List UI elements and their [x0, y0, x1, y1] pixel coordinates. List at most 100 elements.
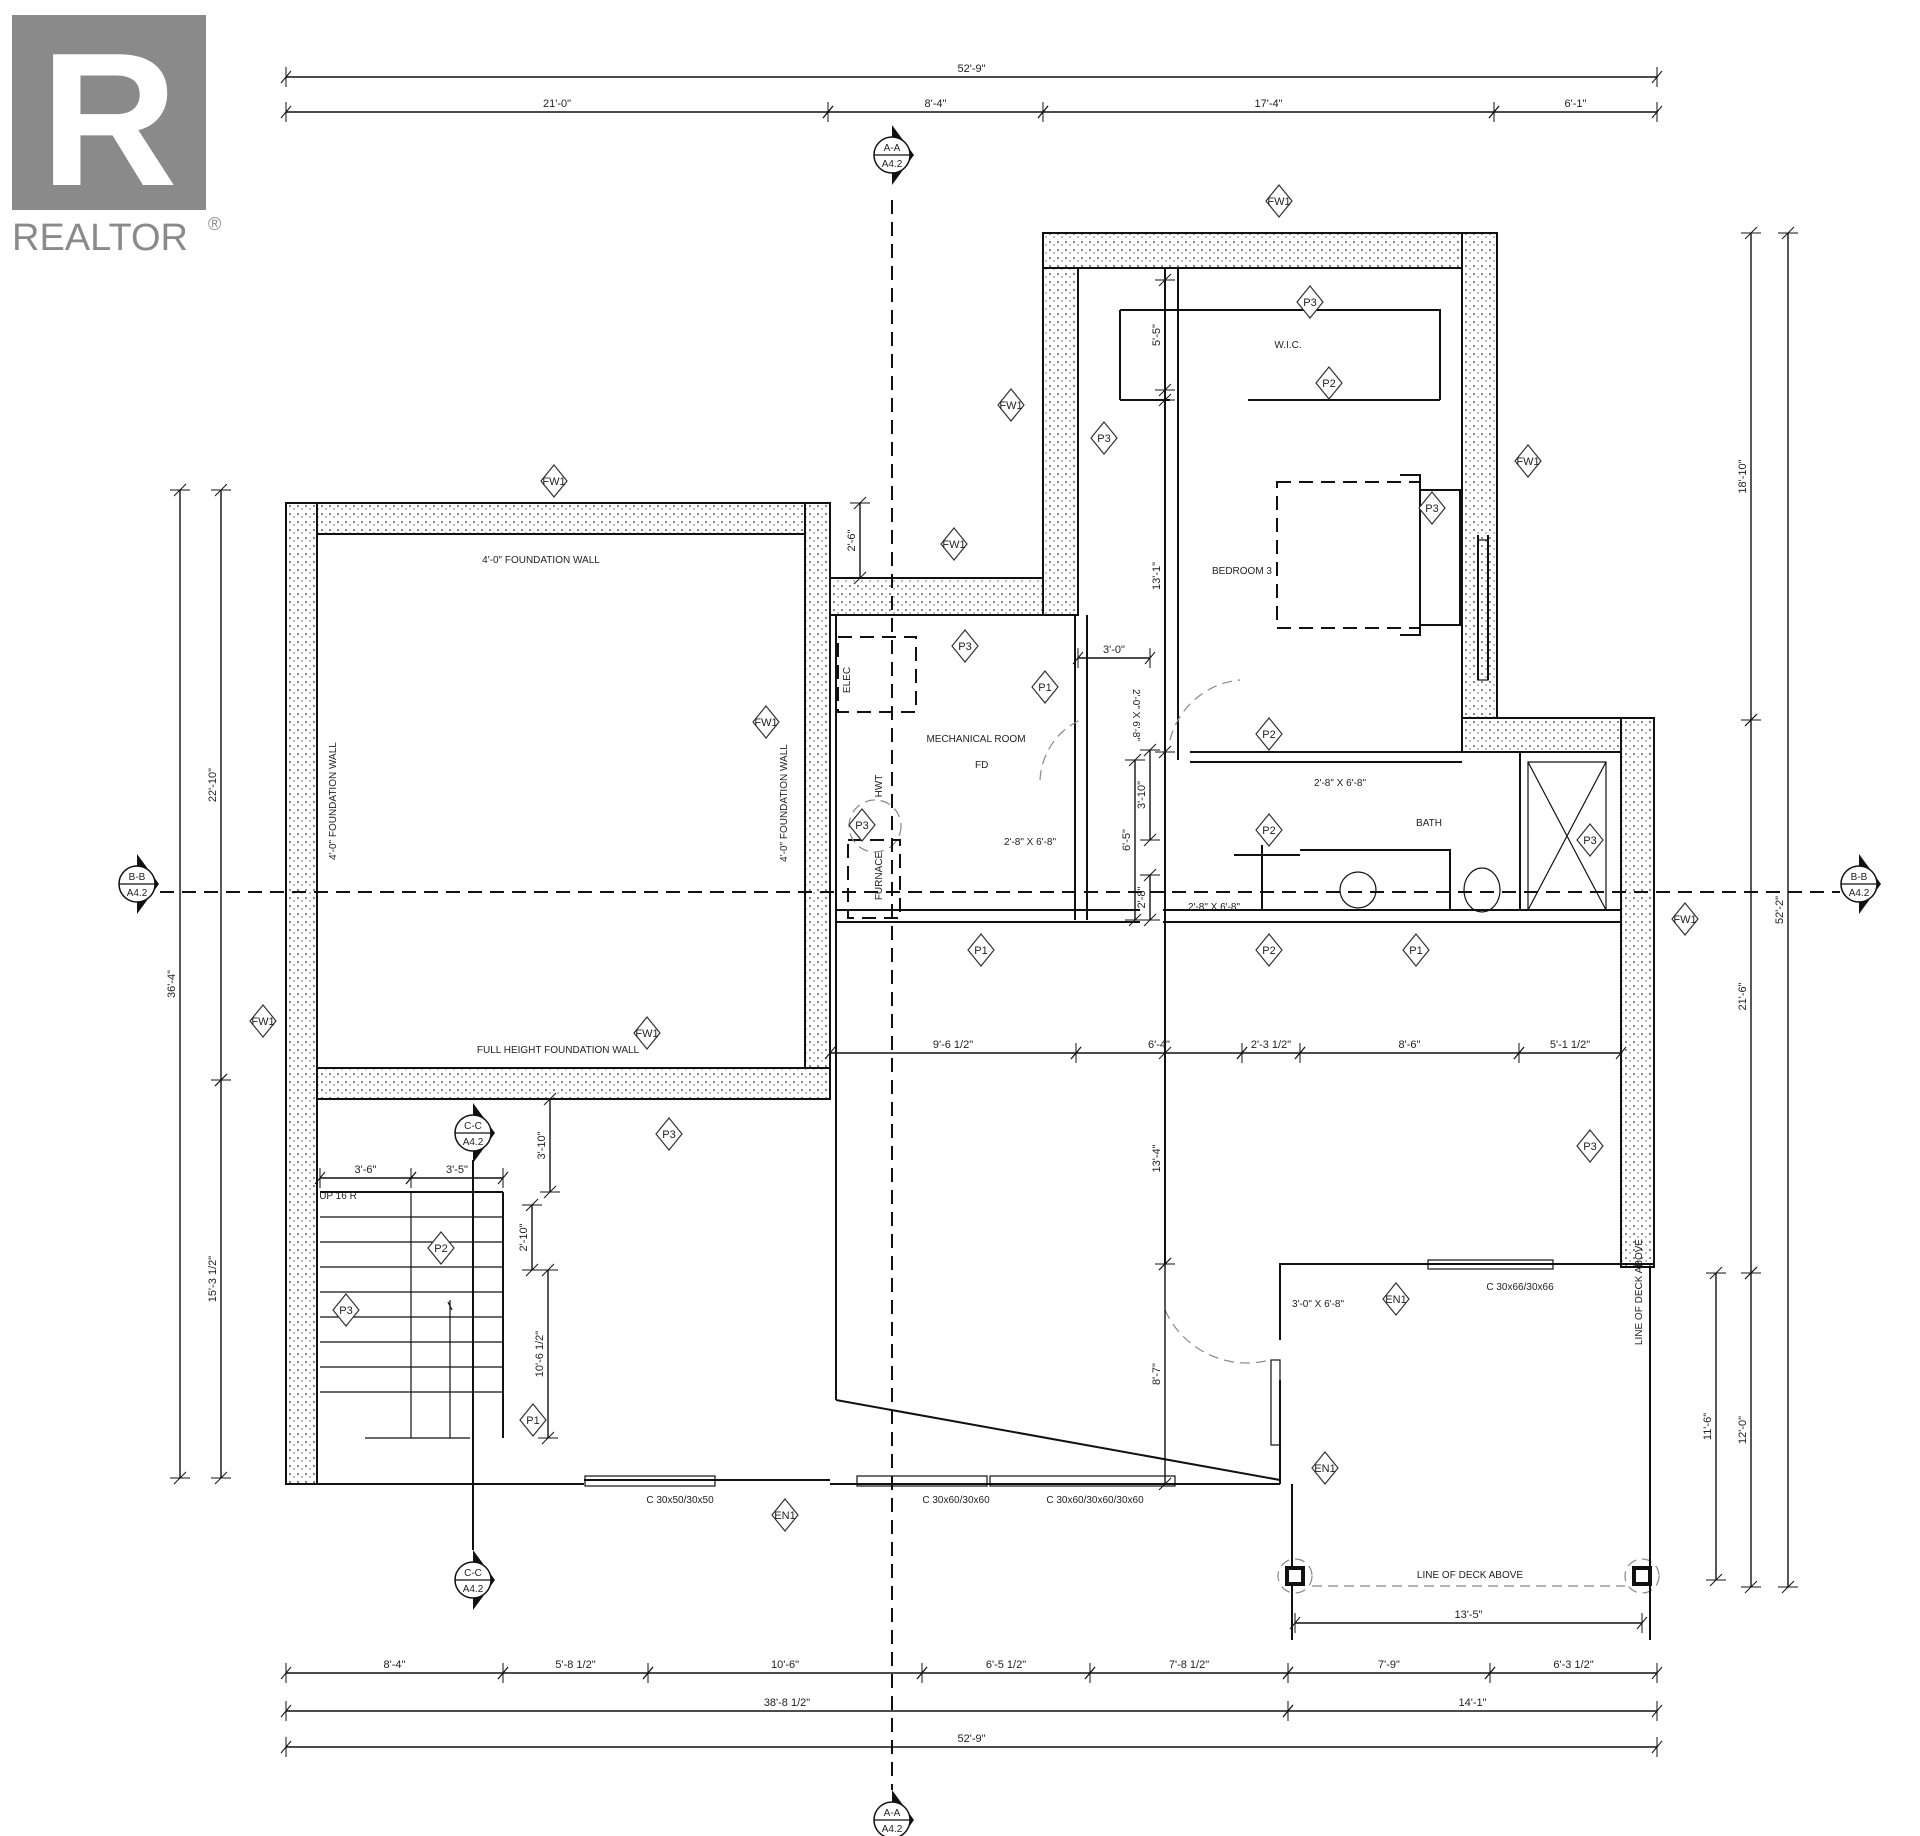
tag-fw1: FW1 [940, 527, 968, 561]
dimension-lines: 52'-9"21'-0"8'-4"17'-4"6'-1"8'-4"5'-8 1/… [166, 63, 1798, 1757]
dimension-label: 8'-4" [384, 1659, 406, 1671]
dimension: 21'-6" [1737, 713, 1761, 1280]
label-floor-drain: FD [975, 760, 988, 771]
door-label: 2'-8" X 6'-8" [1188, 902, 1241, 913]
dimension: 8'-4" [280, 1659, 509, 1683]
section-marker-a-a[interactable]: A-AA4.2 [873, 125, 914, 185]
dimension: 21'-0" [280, 98, 834, 122]
section-marker-c-c[interactable]: C-CA4.2 [454, 1550, 495, 1610]
section-marker-a-a[interactable]: A-AA4.2 [873, 1790, 914, 1836]
interior-walls [160, 200, 1840, 1790]
dimension: 3'-0" [1072, 644, 1156, 668]
svg-text:P3: P3 [855, 820, 868, 832]
dimension: 2'-8" [1136, 868, 1160, 927]
logo-registered: ® [208, 214, 221, 234]
dimension-label: 13'-4" [1151, 1144, 1163, 1172]
tag-en1: EN1 [1382, 1282, 1410, 1316]
foundation-inner-outline [316, 533, 806, 1069]
svg-text:A-A: A-A [884, 143, 901, 154]
door-label: 3'-0" X 6'-8" [1292, 1299, 1345, 1310]
dimension: 5'-5" [1151, 273, 1175, 397]
section-marker-b-b[interactable]: B-BA4.2 [118, 854, 159, 914]
tag-p3: P3 [848, 808, 876, 842]
tag-p3: P3 [1296, 285, 1324, 319]
dimension-label: 8'-6" [1399, 1039, 1421, 1051]
dimension: 6'-4" [1070, 1039, 1248, 1063]
tag-fw1: FW1 [633, 1016, 661, 1050]
svg-text:FW1: FW1 [635, 1028, 658, 1040]
tag-p3: P3 [1418, 491, 1446, 525]
tag-p2: P2 [1255, 717, 1283, 751]
tag-p2: P2 [1315, 366, 1343, 400]
dimension: 5'-8 1/2" [497, 1659, 654, 1683]
dimension-label: 52'-9" [957, 63, 985, 75]
svg-text:P1: P1 [1038, 682, 1051, 694]
svg-text:P1: P1 [526, 1415, 539, 1427]
dimension-label: 3'-10" [1136, 781, 1148, 809]
dimension-label: 5'-8 1/2" [555, 1659, 595, 1671]
tag-p3: P3 [1576, 823, 1604, 857]
dimension-label: 22'-10" [207, 768, 219, 802]
svg-text:P3: P3 [1583, 1141, 1596, 1153]
label-deck-line: LINE OF DECK ABOVE [1417, 1570, 1523, 1581]
label-foundation-right: 4'-0" FOUNDATION WALL [779, 744, 790, 862]
room-labels: 4'-0" FOUNDATION WALL 4'-0" FOUNDATION W… [319, 340, 1645, 1581]
dimension: 18'-10" [1737, 226, 1761, 727]
tag-p3: P3 [655, 1117, 683, 1151]
label-foundation-left: 4'-0" FOUNDATION WALL [328, 742, 339, 860]
window-label: C 30x50/30x50 [646, 1495, 714, 1506]
svg-text:P3: P3 [662, 1129, 675, 1141]
dimension-label: 6'-4" [1148, 1039, 1170, 1051]
dimension: 38'-8 1/2" [280, 1697, 1294, 1721]
tag-p2: P2 [427, 1231, 455, 1265]
dimension-label: 9'-6 1/2" [933, 1039, 973, 1051]
label-foundation-top: 4'-0" FOUNDATION WALL [482, 555, 600, 566]
svg-text:EN1: EN1 [774, 1510, 795, 1522]
dimension-label: 3'-10" [536, 1131, 548, 1159]
dimension-label: 12'-0" [1737, 1416, 1749, 1444]
svg-text:P3: P3 [1583, 835, 1596, 847]
label-foundation-bottom: FULL HEIGHT FOUNDATION WALL [477, 1045, 640, 1056]
section-marker-b-b[interactable]: B-B A4.2 [1840, 854, 1881, 914]
dimension: 2'-3 1/2" [1236, 1039, 1306, 1063]
svg-text:B-B: B-B [129, 872, 146, 883]
svg-text:C-C: C-C [464, 1568, 482, 1579]
dimension-label: 11'-6" [1702, 1413, 1714, 1440]
tag-fw1: FW1 [997, 388, 1025, 422]
staircase [320, 1191, 504, 1439]
wall-east [1620, 717, 1655, 1268]
svg-text:EN1: EN1 [1314, 1463, 1335, 1475]
section-marker-c-c[interactable]: C-CA4.2 [454, 1103, 495, 1163]
label-hwt: HWT [874, 775, 885, 798]
wall-north-foundation [285, 502, 831, 535]
tag-p2: P2 [1255, 813, 1283, 847]
dimension-label: 2'-8" [1136, 886, 1148, 908]
dimension-label: 2'-10" [518, 1223, 530, 1251]
dimension: 3'-5" [405, 1164, 509, 1188]
svg-text:B-B: B-B [1851, 872, 1868, 883]
dimension: 2'-10" [518, 1198, 542, 1277]
tag-p1: P1 [967, 933, 995, 967]
svg-text:P2: P2 [1262, 825, 1275, 837]
svg-text:P1: P1 [974, 945, 987, 957]
tag-p3: P3 [1576, 1129, 1604, 1163]
svg-text:A4.2: A4.2 [1849, 888, 1870, 899]
svg-text:P3: P3 [1303, 297, 1316, 309]
svg-text:P3: P3 [958, 641, 971, 653]
logo-wordmark: REALTOR [12, 217, 188, 259]
dimension: 8'-6" [1294, 1039, 1525, 1063]
svg-text:P3: P3 [339, 1305, 352, 1317]
dimension: 8'-7" [1151, 1257, 1175, 1491]
svg-text:A4.2: A4.2 [882, 1824, 903, 1835]
svg-text:FW1: FW1 [542, 476, 565, 488]
dimension: 3'-6" [314, 1164, 417, 1188]
door-label: 2'-8" X 6'-8" [1004, 837, 1057, 848]
dimension-label: 52'-2" [1774, 896, 1786, 924]
tag-p1: P1 [519, 1403, 547, 1437]
label-furnace: FURNACE [874, 852, 885, 901]
label-bedroom: BEDROOM 3 [1212, 566, 1272, 577]
dimension-label: 2'-6" [846, 529, 858, 551]
dimension-label: 15'-3 1/2" [207, 1256, 219, 1302]
